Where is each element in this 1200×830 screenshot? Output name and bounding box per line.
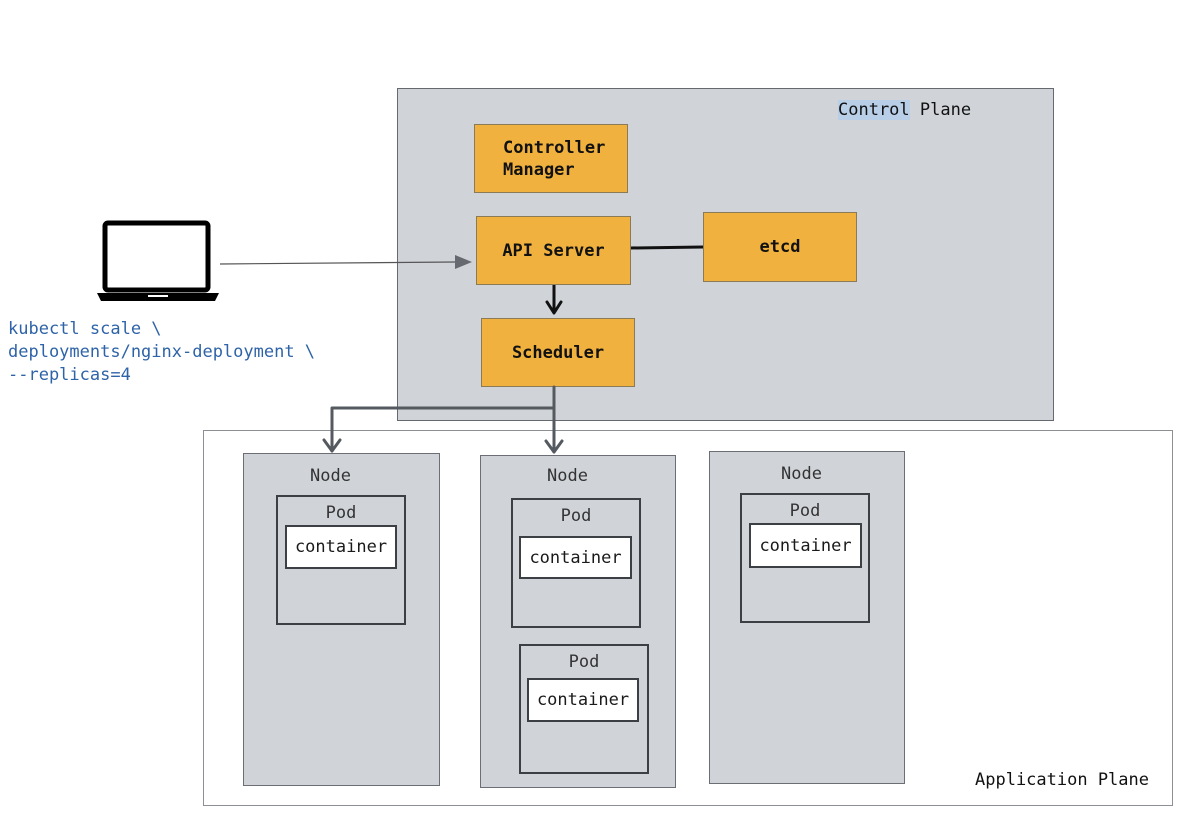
scheduler-box: Scheduler xyxy=(481,318,635,387)
pod-label: Pod xyxy=(568,652,600,672)
pod-label: Pod xyxy=(560,506,592,526)
node-2-pod-1-container: container xyxy=(519,536,632,579)
control-plane-title-highlight: Control xyxy=(838,100,910,120)
controller-manager-box: Controller Manager xyxy=(474,124,628,193)
node-2-pod-2-container: container xyxy=(527,678,639,722)
kubectl-command: kubectl scale \ deployments/nginx-deploym… xyxy=(8,318,315,387)
node-1-label: Node xyxy=(310,466,351,486)
pod-label: Pod xyxy=(325,503,357,523)
application-plane-title: Application Plane xyxy=(975,770,1149,790)
command-line-2: deployments/nginx-deployment \ xyxy=(8,342,316,362)
node-3-container: container xyxy=(749,523,862,568)
controller-manager-label-line2: Manager xyxy=(503,159,575,180)
command-line-3: --replicas=4 xyxy=(8,365,131,385)
control-plane-title: Control Plane xyxy=(838,100,971,120)
api-server-label: API Server xyxy=(502,240,605,261)
scheduler-label: Scheduler xyxy=(511,342,605,363)
node-3-label: Node xyxy=(781,464,822,484)
etcd-box: etcd xyxy=(703,212,857,282)
node-2-label: Node xyxy=(547,466,588,486)
laptop-icon xyxy=(97,220,219,301)
control-plane-title-rest: Plane xyxy=(919,100,972,120)
etcd-label: etcd xyxy=(759,237,801,257)
controller-manager-label-line1: Controller xyxy=(503,137,606,158)
command-line-1: kubectl scale \ xyxy=(8,319,162,339)
pod-label: Pod xyxy=(789,501,821,521)
api-server-box: API Server xyxy=(476,216,631,285)
node-1-container: container xyxy=(285,525,397,569)
